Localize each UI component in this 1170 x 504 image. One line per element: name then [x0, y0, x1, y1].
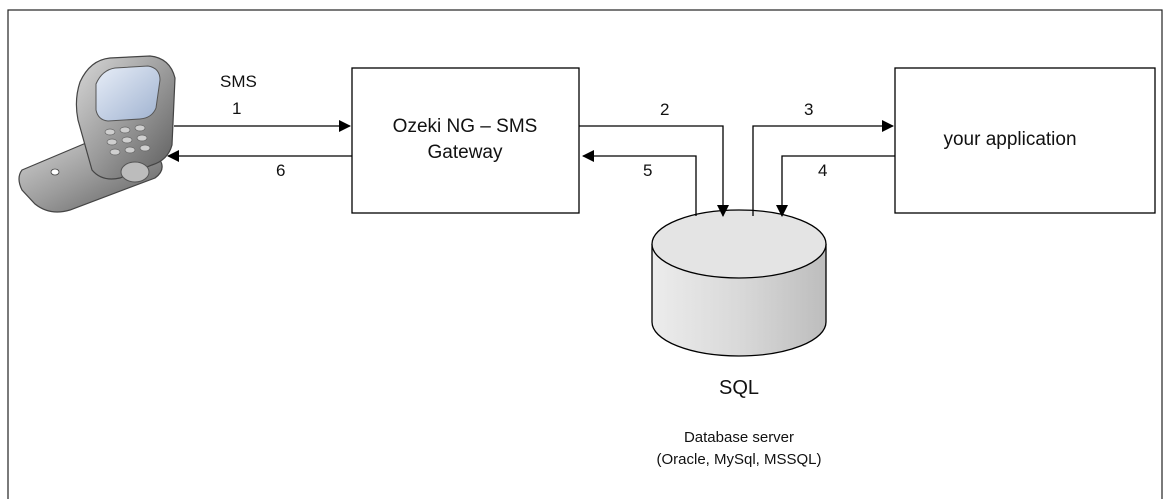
database-label: SQL: [719, 377, 759, 399]
gateway-label-line2: Gateway: [428, 142, 503, 163]
application-label: your application: [943, 129, 1076, 150]
step-6-label: 6: [276, 161, 285, 180]
sms-label: SMS: [220, 72, 257, 91]
arrow-5: [582, 150, 697, 216]
application-box: [894, 67, 1156, 214]
arrow-4: [776, 155, 895, 217]
gateway-label-line1: Ozeki NG – SMS: [393, 116, 538, 137]
outer-frame: [7, 9, 1163, 504]
step-3-label: 3: [804, 100, 813, 119]
gateway-box: [351, 67, 580, 214]
mobile-phone-icon: [18, 55, 176, 213]
step-2-label: 2: [660, 100, 669, 119]
step-4-label: 4: [818, 161, 827, 180]
database-cylinder: [651, 209, 827, 357]
step-5-label: 5: [643, 161, 652, 180]
arrow-2: [579, 125, 729, 217]
database-caption-line2: (Oracle, MySql, MSSQL): [656, 451, 821, 468]
database-caption-line1: Database server: [684, 429, 794, 446]
step-1-label: 1: [232, 99, 241, 118]
arrow-3: [752, 120, 894, 216]
